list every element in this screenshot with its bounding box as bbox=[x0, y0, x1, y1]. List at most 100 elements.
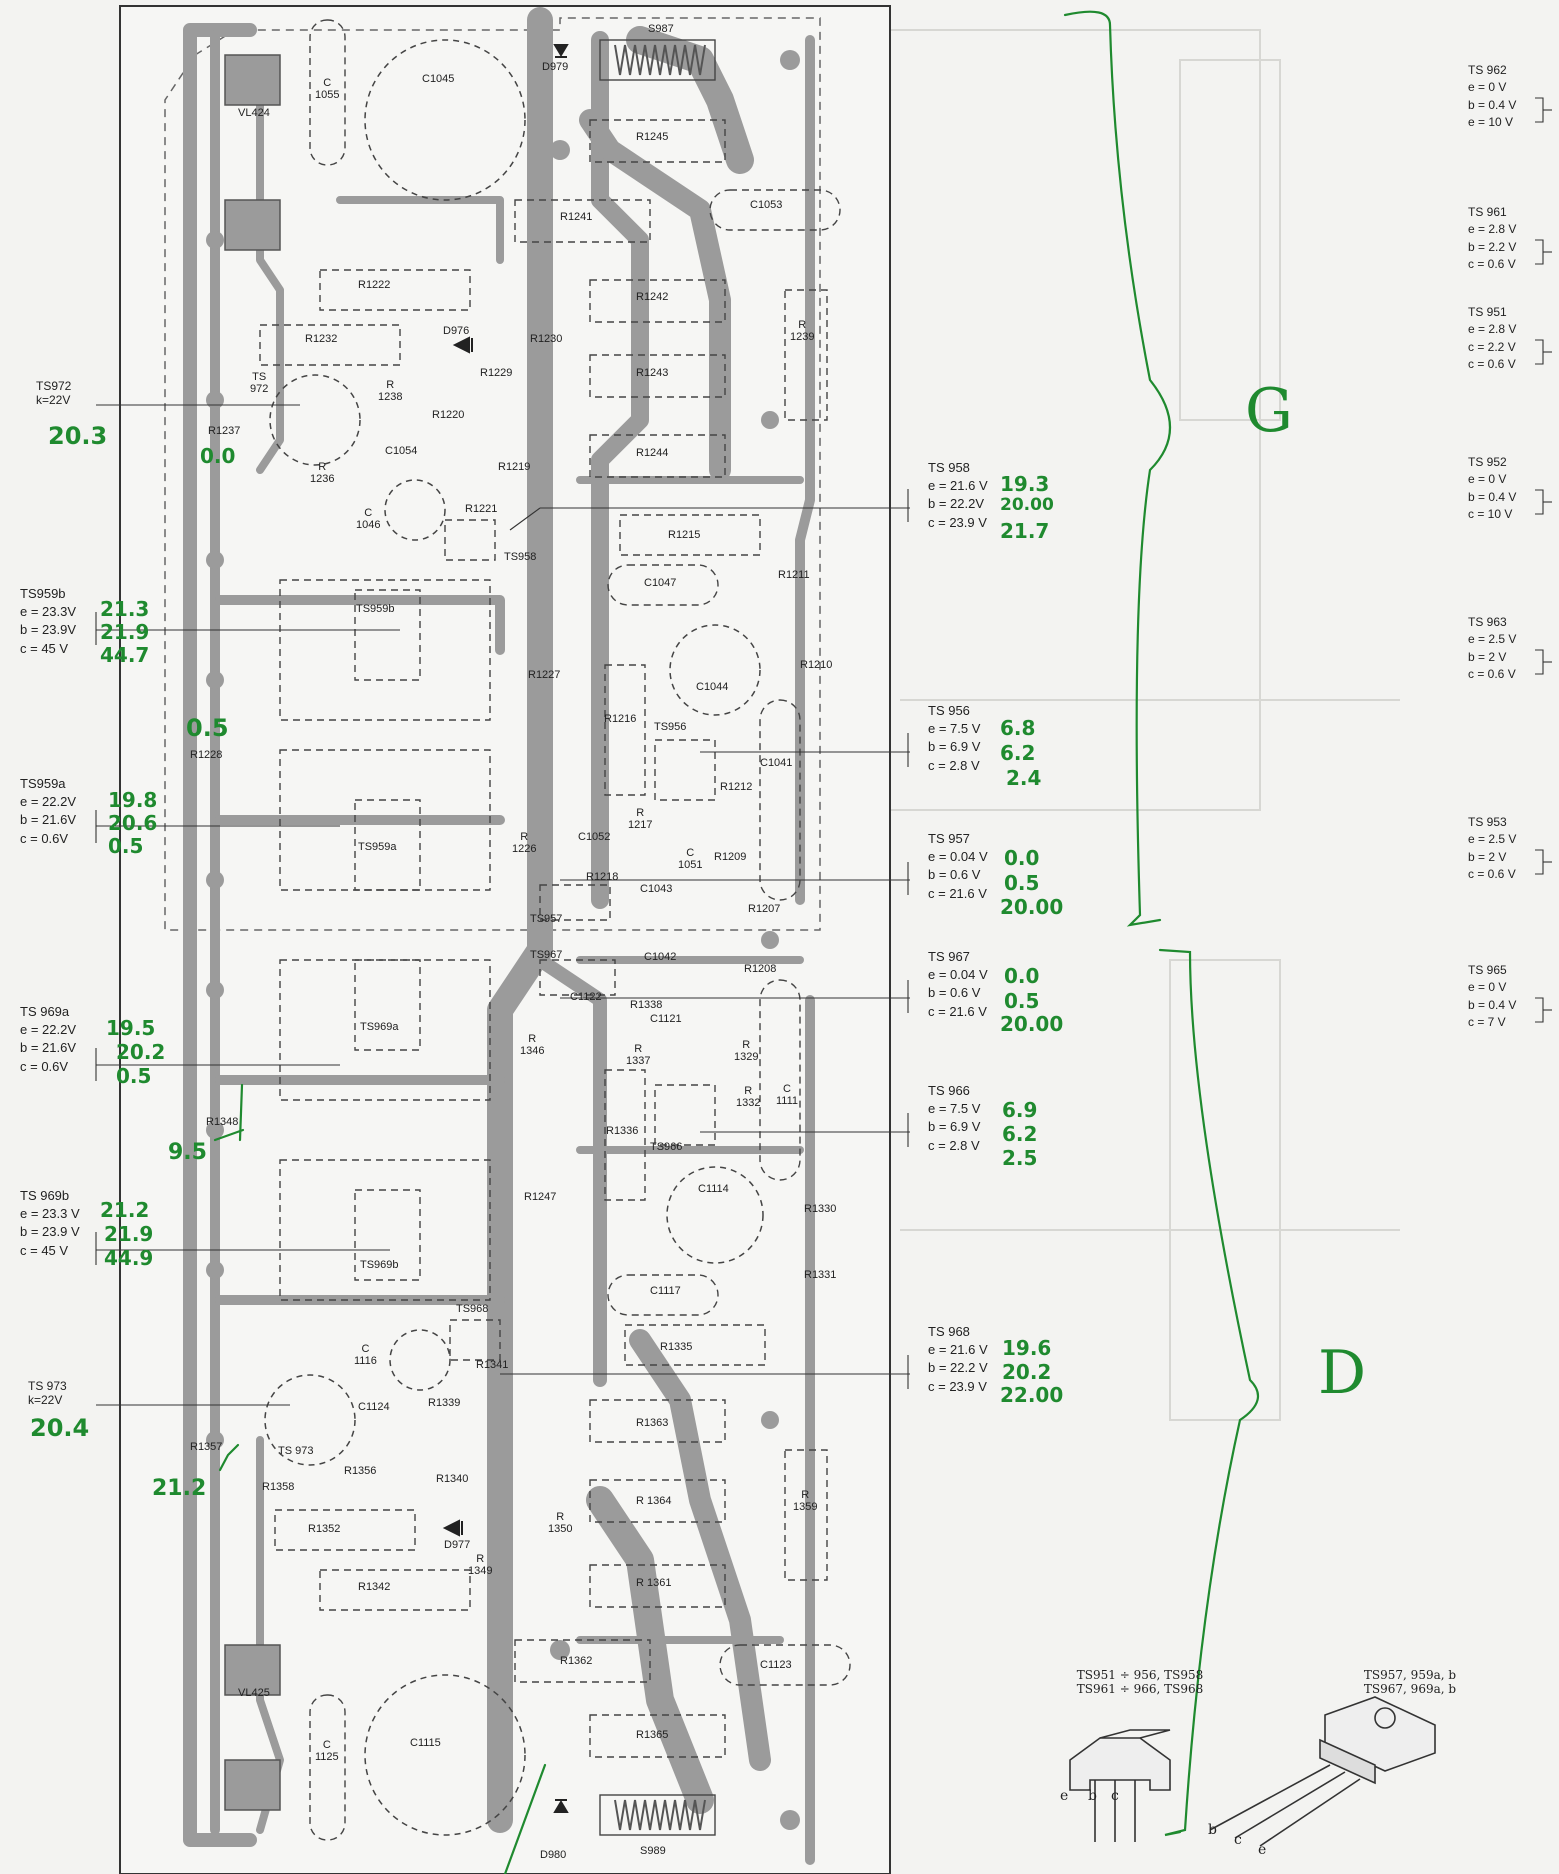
component-label: D980 bbox=[540, 1849, 567, 1861]
label-ts953: TS 953 e = 2.5 V b = 2 V c = 0.6 V bbox=[1468, 814, 1516, 884]
hw-ts967-b: 0.5 bbox=[1004, 989, 1040, 1013]
label-ts958: TS 958 e = 21.6 V b = 22.2V c = 23.9 V bbox=[928, 459, 988, 532]
label-line: TS 973 bbox=[28, 1379, 67, 1393]
label-line: c = 23.9 V bbox=[928, 1378, 987, 1394]
hw-ts969a-c: 0.5 bbox=[116, 1064, 152, 1088]
label-line: c = 2.8 V bbox=[928, 1137, 980, 1153]
component-label: R1357 bbox=[190, 1441, 223, 1453]
component-label: R1228 bbox=[190, 749, 223, 761]
label-ts952: TS 952 e = 0 V b = 0.4 V c = 10 V bbox=[1468, 454, 1516, 524]
hw-ts958-c: 21.7 bbox=[1000, 519, 1050, 543]
label-line: TS 969a bbox=[20, 1004, 70, 1019]
component-label: C 1125 bbox=[315, 1739, 339, 1763]
component-label: R1229 bbox=[480, 367, 513, 379]
label-line: b = 2 V bbox=[1468, 849, 1507, 864]
hw-ts966-b: 6.2 bbox=[1002, 1122, 1038, 1146]
component-label: VL425 bbox=[238, 1687, 270, 1699]
component-label: R1341 bbox=[476, 1359, 509, 1371]
component-label: R 1349 bbox=[468, 1553, 493, 1577]
component-label: R1340 bbox=[436, 1473, 469, 1485]
component-label: R1362 bbox=[560, 1655, 593, 1667]
package-caption-left: TS951 ÷ 956, TS958 TS961 ÷ 966, TS968 bbox=[1040, 1668, 1240, 1696]
component-label: R1237 bbox=[208, 425, 241, 437]
label-line: e = 21.6 V bbox=[928, 1342, 988, 1358]
hw-ts967-c: 20.00 bbox=[1000, 1012, 1064, 1036]
hw-ts967-e: 0.0 bbox=[1004, 964, 1040, 988]
component-label: R 1226 bbox=[512, 831, 537, 855]
component-label: D979 bbox=[542, 61, 569, 73]
label-line: c = 10 V bbox=[1468, 507, 1513, 522]
label-line: c = 21.6 V bbox=[928, 885, 987, 901]
label-line: e = 21.6 V bbox=[928, 478, 988, 494]
component-label: R 1359 bbox=[793, 1489, 818, 1513]
component-label: R 1332 bbox=[736, 1085, 761, 1109]
hw-ts959b-c: 44.7 bbox=[100, 643, 150, 667]
component-label: R1218 bbox=[586, 871, 619, 883]
label-line: c = 2.2 V bbox=[1468, 339, 1516, 354]
hw-ts968-e: 19.6 bbox=[1002, 1336, 1052, 1360]
component-label: R1221 bbox=[465, 503, 498, 515]
label-ts963: TS 963 e = 2.5 V b = 2 V c = 0.6 V bbox=[1468, 614, 1516, 684]
label-ts965: TS 965 e = 0 V b = 0.4 V c = 7 V bbox=[1468, 962, 1516, 1032]
component-label: TS969b bbox=[360, 1259, 399, 1271]
label-line: b = 2 V bbox=[1468, 649, 1507, 664]
label-line: c = 0.6 V bbox=[1468, 257, 1516, 272]
label-ts959b: TS959b e = 23.3V b = 23.9V c = 45 V bbox=[20, 585, 76, 658]
label-line: TS 952 bbox=[1468, 455, 1507, 469]
component-label: TS 972 bbox=[250, 371, 269, 395]
component-label: R1330 bbox=[804, 1203, 837, 1215]
component-label: R1356 bbox=[344, 1465, 377, 1477]
component-label: TS956 bbox=[654, 721, 687, 733]
caption-line: TS967, 969a, b bbox=[1363, 1682, 1457, 1696]
component-label: C1123 bbox=[760, 1659, 792, 1671]
component-label: C 1055 bbox=[315, 77, 340, 101]
component-label: R1247 bbox=[524, 1191, 557, 1203]
label-line: e = 0.04 V bbox=[928, 967, 988, 983]
component-label: R 1361 bbox=[636, 1577, 672, 1589]
component-label: R1331 bbox=[804, 1269, 837, 1281]
component-label: TS957 bbox=[530, 913, 563, 925]
label-line: e = 22.2V bbox=[20, 794, 77, 810]
label-ts967: TS 967 e = 0.04 V b = 0.6 V c = 21.6 V bbox=[928, 948, 988, 1021]
component-label: C 1046 bbox=[356, 507, 381, 531]
label-line: b = 0.6 V bbox=[928, 867, 981, 883]
label-line: TS959a bbox=[20, 776, 66, 791]
hw-ts956-c: 2.4 bbox=[1006, 766, 1042, 790]
component-label: R1336 bbox=[606, 1125, 639, 1137]
label-ts969b: TS 969b e = 23.3 V b = 23.9 V c = 45 V bbox=[20, 1187, 80, 1260]
label-line: e = 2.5 V bbox=[1468, 632, 1517, 647]
label-line: TS 958 bbox=[928, 460, 970, 475]
label-ts973: TS 973 k=22V bbox=[28, 1379, 67, 1408]
hw-section-d: D bbox=[1318, 1338, 1367, 1408]
caption-line: TS951 ÷ 956, TS958 bbox=[1076, 1668, 1204, 1682]
component-label: C1121 bbox=[650, 1013, 682, 1025]
label-line: b = 21.6V bbox=[20, 1040, 77, 1056]
component-label: TS959b bbox=[356, 603, 395, 615]
label-line: c = 2.8 V bbox=[928, 757, 980, 773]
component-label: TS959a bbox=[358, 841, 397, 853]
label-line: c = 0.6 V bbox=[1468, 357, 1516, 372]
component-label: C1124 bbox=[358, 1401, 390, 1413]
label-line: TS959b bbox=[20, 586, 66, 601]
label-line: e = 2.5 V bbox=[1468, 832, 1517, 847]
hw-ts973-k: 20.4 bbox=[30, 1414, 90, 1442]
component-label: D977 bbox=[444, 1539, 471, 1551]
label-line: e = 7.5 V bbox=[928, 1101, 981, 1117]
hw-ts956-b: 6.2 bbox=[1000, 741, 1036, 765]
label-line: b = 6.9 V bbox=[928, 1119, 981, 1135]
caption-line: TS961 ÷ 966, TS968 bbox=[1076, 1682, 1204, 1696]
component-label: R1222 bbox=[358, 279, 391, 291]
label-line: TS 956 bbox=[928, 703, 970, 718]
component-label: R1216 bbox=[604, 713, 637, 725]
hw-ts972-k: 20.3 bbox=[48, 422, 108, 450]
label-line: TS 967 bbox=[928, 949, 970, 964]
hw-ts959a-e: 19.8 bbox=[108, 788, 158, 812]
pin-label-c: c bbox=[1234, 1832, 1242, 1848]
label-line: c = 7 V bbox=[1468, 1015, 1506, 1030]
label-line: TS 957 bbox=[928, 831, 970, 846]
label-line: c = 0.6V bbox=[20, 1058, 69, 1074]
component-label: R1339 bbox=[428, 1397, 461, 1409]
label-line: TS 961 bbox=[1468, 205, 1507, 219]
label-line: b = 22.2 V bbox=[928, 1360, 988, 1376]
